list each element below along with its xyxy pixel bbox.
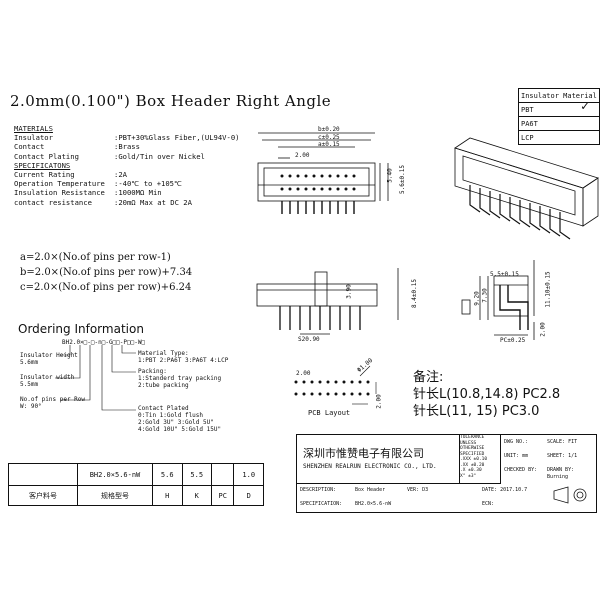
pcb-pitch-dim: 2.00 [296,370,311,377]
remark-heading: 备注: [413,370,444,385]
dim-pitch: 2.00 [295,152,310,159]
remark-line-2: 针长L(11, 15) PC3.0 [413,404,540,419]
material-type-label: Material Type:1:PBT 2:PA6T 3:PA6T 4:LCP [138,350,229,364]
formula-b: b=2.0×(No.of pins per row)+7.34 [20,267,193,278]
spec-row: Insulator:PBT+30%Glass Fiber,(UL94V-0) [14,133,240,143]
spec-model: BH2.0×5.6-nW [77,463,153,486]
materials-heading: MATERIALS [14,124,53,133]
col-d: D [233,485,264,506]
col-pc: PC [210,485,235,506]
col-customer-part: 客户料号 [8,485,78,506]
pcb-row-dim: 2.00 [375,394,383,409]
date-field: DATE: 2017.10.7 [482,487,528,493]
drawn-by: DRAWN BY: Burning [547,467,575,480]
pcb-layout-label: PCB Layout [308,409,351,417]
spec-row: contact resistance:20mΩ Max at DC 2A [14,197,192,207]
formula-c: c=2.0×(No.of pins per row)+6.24 [20,282,192,293]
spec-h: 5.6 [152,463,183,486]
spec-pc [210,463,235,486]
ordering-heading: Ordering Information [18,322,144,336]
spec-value: BH2.0×5.6-nW [355,501,392,507]
col-h: H [152,485,183,506]
company-box: 深圳市惟赞电子有限公司 SHENZHEN REALRUN ELECTRONIC … [297,435,460,484]
spec-row: Contact:Brass [14,142,140,152]
spec-label: SPECIFICATION: [300,501,343,507]
material-option-lcp: LCP [518,130,600,145]
dim-a: a±0.15 [318,141,340,148]
formula-a: a=2.0×(No.of pins per row-1) [20,252,171,263]
sheet-field: SHEET: 1/1 [547,453,578,459]
title-block: 深圳市惟赞电子有限公司 SHENZHEN REALRUN ELECTRONIC … [296,434,597,513]
col-k: K [181,485,212,506]
spec-row: Contact Plating:Gold/Tin over Nickel [14,151,205,161]
insulator-material-table: Insulator Material PBT ✓ PA6T LCP [518,88,600,145]
checked-by: CHECKED BY: [504,467,538,473]
scale-field: SCALE: FIT [547,439,578,445]
remark-line-1: 针长L(10.8,14.8) PC2.8 [413,387,561,402]
materials-section: MATERIALS Insulator:PBT+30%Glass Fiber,(… [14,124,240,207]
dim-pcb-bottom: S20.90 [298,336,320,343]
specifications-heading: SPECIFICATONS [14,160,71,170]
model-spec-table: BH2.0×5.6-nW 5.6 5.5 1.0 客户料号 规格型号 H K P… [8,463,264,506]
dwg-no: DWG NO.: [504,439,529,445]
spec-row: Current Rating:2A [14,170,127,180]
spec-k: 5.5 [181,463,212,486]
ordering-code: BH2.0×□-□-n□-G□□-P□□-W□ [62,339,146,346]
company-name-en: SHENZHEN REALRUN ELECTRONIC CO., LTD. [303,463,437,470]
description-value: Box Header [355,487,386,493]
dim-b: b±0.20 [318,126,340,133]
dim-bottom1: 5.5±0.15 [490,271,519,278]
spec-d: 1.0 [233,463,264,486]
ecn-label: ECN: [482,501,495,507]
check-mark-icon: ✓ [581,99,589,114]
dimension-formulas: a=2.0×(No.of pins per row-1) b=2.0×(No.o… [20,250,192,295]
description-label: DESCRIPTION: [300,487,337,493]
unit-field: UNIT: mm [504,453,529,459]
dim-c: c±0.25 [318,134,340,141]
company-name-cn: 深圳市惟赞电子有限公司 [303,447,424,460]
projection-symbol-icon [553,486,587,504]
drawing-title: 2.0mm(0.100") Box Header Right Angle [10,92,332,110]
col-spec-model: 规格型号 [77,485,153,506]
spec-row: Operation Temperature:-40℃ to +105℃ [14,179,183,189]
ver-field: VER: D3 [407,487,429,493]
remark-note: 备注: 针长L(10.8,14.8) PC2.8 针长L(11, 15) PC3… [413,369,560,420]
spec-row: Insulation Resistance:1000MΩ Min [14,188,162,198]
dim-bottom2: PC±0.25 [500,337,526,344]
material-option-pbt: PBT ✓ [518,99,600,117]
